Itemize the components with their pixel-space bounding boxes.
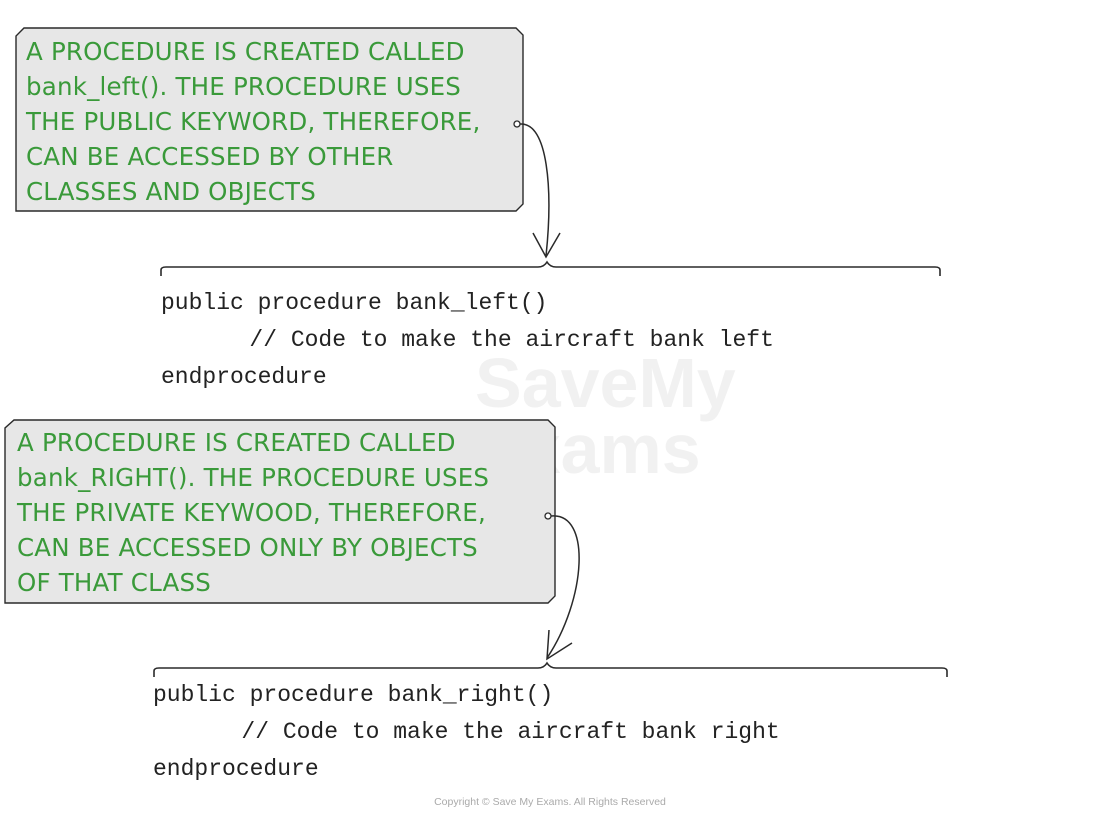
code-bottom-line-3: endprocedure bbox=[153, 756, 319, 782]
note-box-top bbox=[15, 27, 524, 212]
code-bottom-line-1: public procedure bank_right() bbox=[153, 682, 554, 708]
note-bottom-line-3: THE PRIVATE KEYWOOD, THEREFORE, bbox=[17, 498, 486, 527]
note-top-line-3: THE PUBLIC KEYWORD, THEREFORE, bbox=[26, 107, 481, 136]
note-top-line-2: bank_left(). THE PROCEDURE USES bbox=[26, 72, 462, 101]
connector-dot-bottom bbox=[544, 512, 552, 520]
connector-curve-top bbox=[519, 123, 550, 257]
note-text-bottom: A PROCEDURE IS CREATED CALLED bank_RIGHT… bbox=[17, 425, 489, 600]
note-top-line-4: CAN BE ACCESSED BY OTHER bbox=[26, 142, 394, 171]
code-block-bottom: public procedure bank_right() // Code to… bbox=[153, 677, 802, 788]
copyright-notice: Copyright © Save My Exams. All Rights Re… bbox=[434, 796, 666, 808]
note-bottom-line-4: CAN BE ACCESSED ONLY BY OBJECTS bbox=[17, 533, 478, 562]
watermark-line1: SaveMy bbox=[475, 344, 736, 422]
note-top-line-1: A PROCEDURE IS CREATED CALLED bbox=[26, 37, 465, 66]
note-box-bottom bbox=[4, 419, 556, 604]
note-bottom-line-5: OF THAT CLASS bbox=[17, 568, 211, 597]
note-top-line-5: CLASSES AND OBJECTS bbox=[26, 177, 316, 206]
connector-curve-bottom bbox=[546, 515, 580, 659]
brace-bottom bbox=[153, 661, 948, 677]
brace-top bbox=[160, 260, 941, 276]
code-bottom-line-2: // Code to make the aircraft bank right bbox=[131, 719, 780, 745]
code-top-line-3: endprocedure bbox=[161, 364, 327, 390]
code-top-line-2: // Code to make the aircraft bank left bbox=[139, 327, 774, 353]
arrowhead-top bbox=[532, 232, 561, 259]
note-bottom-line-2: bank_RIGHT(). THE PROCEDURE USES bbox=[17, 463, 490, 492]
code-top-line-1: public procedure bank_left() bbox=[161, 290, 548, 316]
note-bottom-line-1: A PROCEDURE IS CREATED CALLED bbox=[17, 428, 456, 457]
code-block-top: public procedure bank_left() // Code to … bbox=[161, 285, 796, 396]
connector-dot-top bbox=[513, 120, 521, 128]
arrowhead-bottom bbox=[546, 629, 573, 661]
note-text-top: A PROCEDURE IS CREATED CALLED bank_left(… bbox=[26, 34, 480, 209]
